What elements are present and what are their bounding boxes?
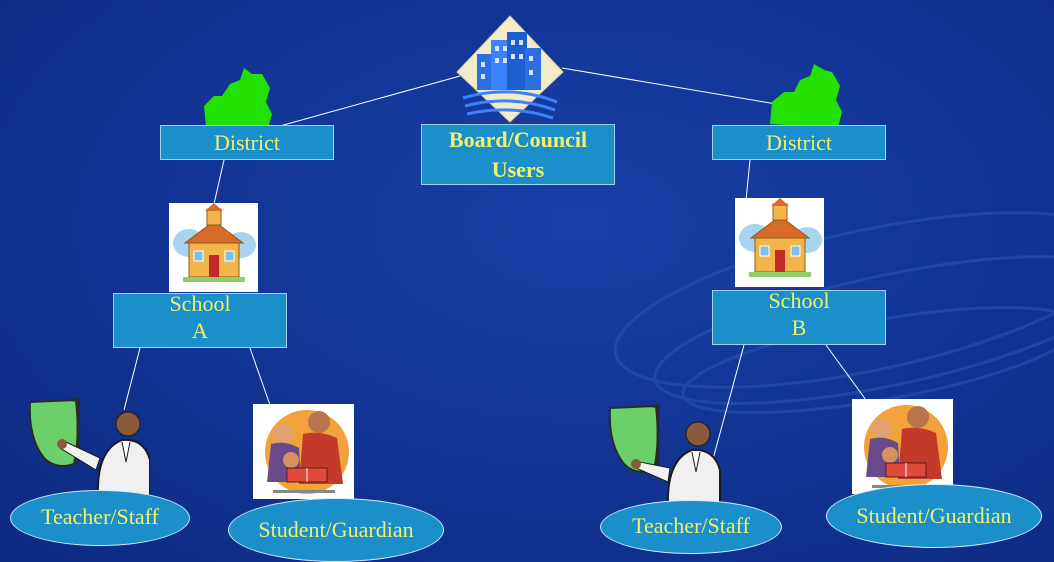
connector-board-district-left	[279, 75, 461, 127]
student-guardian-left-oval: Student/Guardian	[228, 498, 444, 562]
school-a-line2: A	[192, 318, 208, 343]
schoolhouse-icon	[169, 203, 258, 292]
district-map-icon	[770, 64, 842, 128]
schoolhouse-icon	[735, 198, 824, 287]
connector-school-teacher-right	[709, 344, 745, 471]
connector-school-guardian-left	[249, 347, 271, 406]
office-building-icon	[456, 15, 564, 123]
board-line1: Board/Council	[448, 127, 588, 152]
school-b-line1: School	[768, 288, 830, 313]
teacher-icon	[608, 404, 721, 508]
district-left-box: District	[160, 125, 334, 160]
teacher-staff-right-oval: Teacher/Staff	[600, 500, 782, 554]
student-guardian-left-label: Student/Guardian	[258, 517, 414, 542]
family-reading-icon	[253, 404, 354, 499]
student-guardian-right-oval: Student/Guardian	[826, 484, 1042, 548]
connector-school-teacher-left	[123, 347, 141, 411]
connector-school-guardian-right	[825, 344, 867, 401]
school-b-line2: B	[791, 315, 807, 340]
connector-district-school-right	[745, 159, 751, 201]
family-reading-icon	[852, 399, 953, 494]
district-left-label: District	[214, 130, 280, 155]
teacher-icon	[28, 398, 150, 502]
district-right-box: District	[712, 125, 886, 160]
board-council-box: Board/Council Users	[421, 124, 615, 185]
school-b-box: School B	[712, 288, 886, 345]
teacher-staff-left-label: Teacher/Staff	[41, 504, 159, 529]
connector-district-school-left	[213, 159, 225, 205]
student-guardian-right-label: Student/Guardian	[856, 503, 1012, 528]
district-right-label: District	[766, 130, 832, 155]
school-a-line1: School	[169, 291, 231, 316]
board-line2: Users	[491, 157, 545, 182]
district-map-icon	[204, 68, 272, 128]
teacher-staff-right-label: Teacher/Staff	[632, 513, 750, 538]
connector-board-district-right	[561, 67, 801, 109]
teacher-staff-left-oval: Teacher/Staff	[10, 490, 190, 546]
school-a-box: School A	[113, 291, 287, 348]
